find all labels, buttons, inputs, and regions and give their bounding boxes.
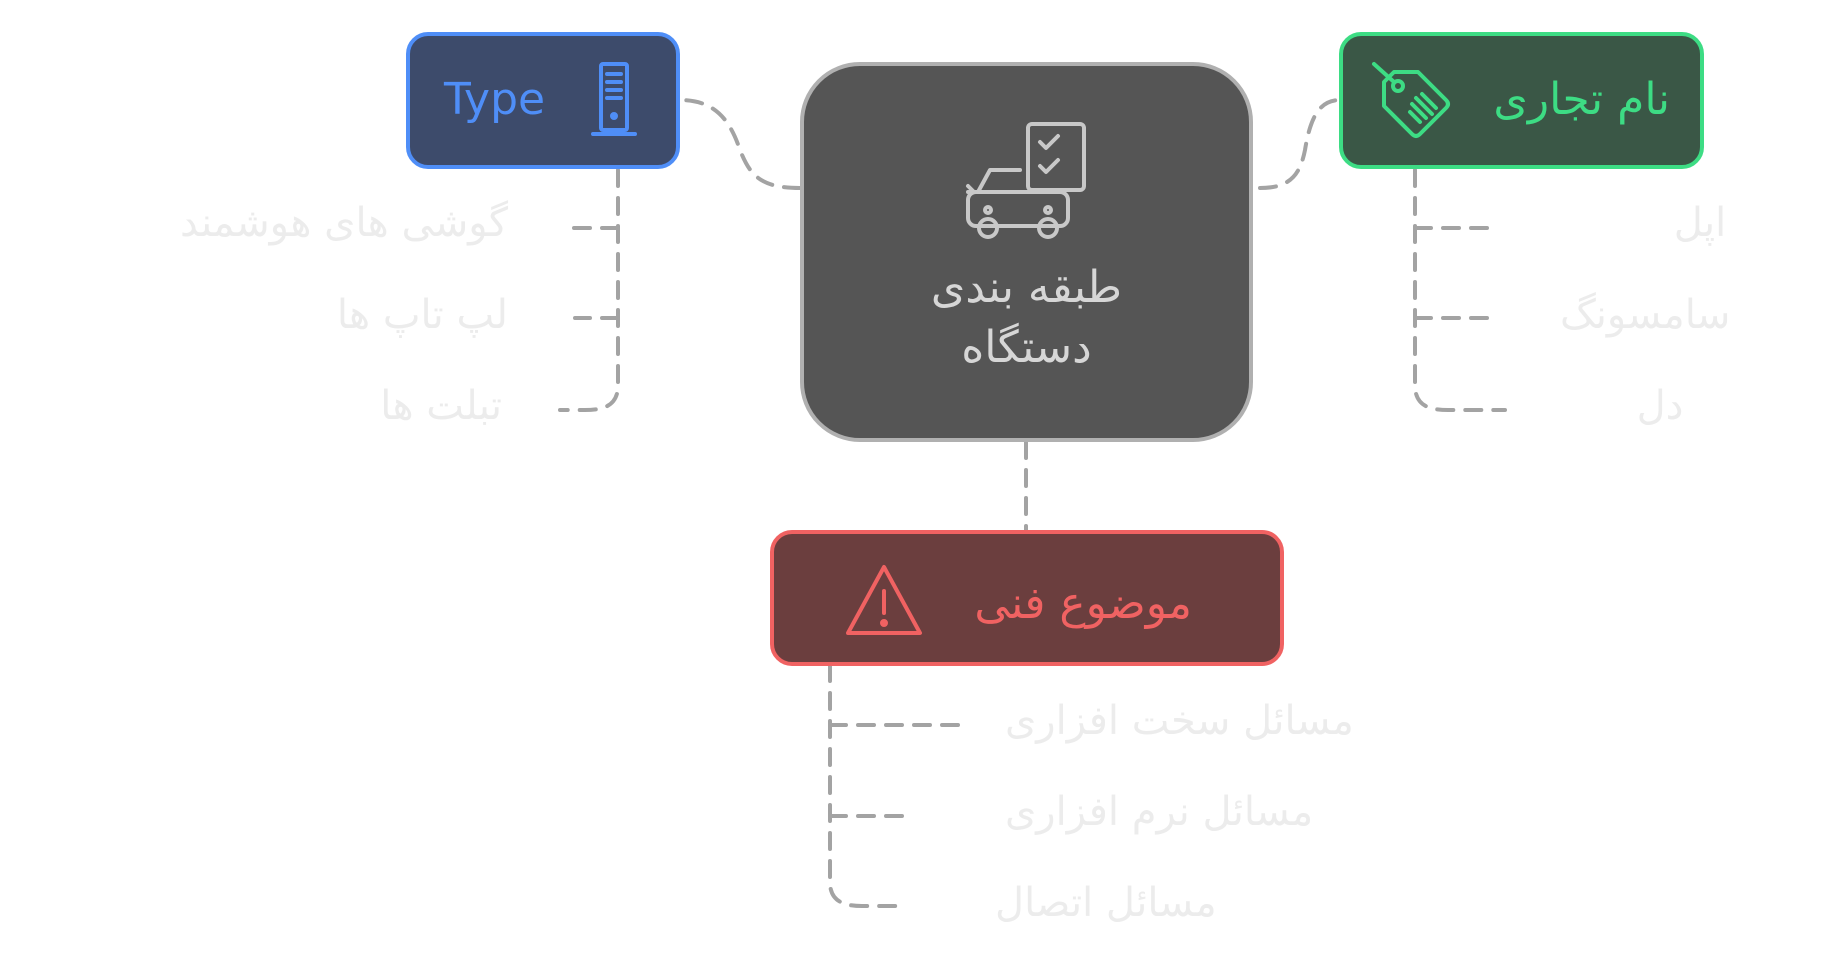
brand-item-apple: اپل (1673, 200, 1727, 246)
type-item-tablets: تبلت ها (380, 383, 502, 429)
connector-issue-items (828, 663, 907, 908)
center-title-line2: دستگاه (961, 322, 1092, 373)
issue-item-hardware: مسائل سخت افزاری (1005, 698, 1354, 744)
tower-server-icon (591, 62, 637, 136)
price-tag-icon (1372, 62, 1450, 138)
type-item-smartphones: گوشی های هوشمند (179, 200, 508, 246)
type-node[interactable] (406, 32, 680, 169)
brand-item-dell: دل (1636, 383, 1684, 429)
center-title-line1: طبقه بندی (930, 262, 1123, 313)
type-node-label: Type (444, 74, 546, 125)
brand-item-samsung: سامسونگ (1560, 292, 1731, 338)
brand-node[interactable] (1339, 32, 1704, 169)
connector-center-brand (1258, 98, 1342, 190)
issue-node-label: موضوع فنی (974, 578, 1192, 629)
connector-brand-items (1413, 168, 1507, 412)
connector-type-items (558, 168, 620, 412)
car-checklist-icon (966, 122, 1086, 239)
connector-center-type (678, 98, 802, 190)
warning-triangle-icon (846, 565, 922, 635)
center-node (800, 62, 1253, 442)
issue-node[interactable] (770, 530, 1284, 666)
type-item-laptops: لپ تاپ ها (336, 292, 508, 338)
issue-item-connectivity: مسائل اتصال (995, 880, 1217, 926)
brand-node-label: نام تجاری (1493, 74, 1670, 125)
issue-item-software: مسائل نرم افزاری (1005, 789, 1314, 835)
